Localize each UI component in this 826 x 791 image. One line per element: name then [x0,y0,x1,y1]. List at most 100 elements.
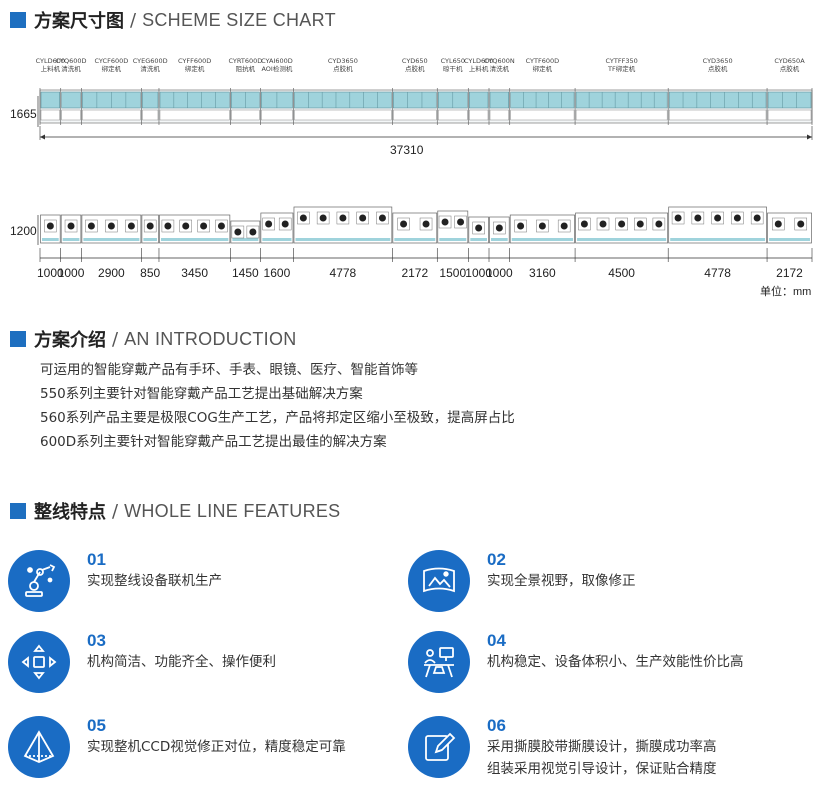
machine-name: 点胶机 [405,65,425,73]
station-head [182,222,190,230]
section-title-cn: 方案尺寸图 [34,11,124,32]
section-title-cn: 方案介绍 [34,330,106,351]
arrow-left [40,134,45,140]
station-head [46,222,54,230]
feature-05: 05 实现整机CCD视觉修正对位，精度稳定可靠 [8,716,346,778]
segment-length-label: 1000 [465,266,493,280]
machine-name: 上料机 [40,65,61,73]
intro-line: 可运用的智能穿戴产品有手环、手表、眼镜、医疗、智能首饰等 [40,362,418,378]
station-head [249,228,257,236]
machine-window [142,91,159,109]
conveyor-strip [670,238,766,241]
pyramid-icon [8,716,70,778]
intro-line: 600D系列主要针对智能穿戴产品工艺提出最佳的解决方案 [40,434,387,450]
feature-desc: 采用撕膜胶带撕膜设计，撕膜成功率高 [487,739,717,755]
machine-base [438,109,468,121]
top-height-label: 1200 [10,224,37,238]
section-title-en: AN INTRODUCTION [124,328,297,349]
segment-length-label: 4778 [704,266,731,280]
station-head [281,220,289,228]
segment-length-label: 1600 [263,266,291,280]
machine-base [40,109,60,121]
machine-code: CYD650 [401,57,428,65]
machine-name: 绑定机 [101,65,122,73]
machine-base [489,109,509,121]
machine-name: 清洗机 [140,65,160,73]
feature-desc: 实现全景视野，取像修正 [487,573,636,589]
conveyor-strip [143,238,157,241]
section-marker [10,503,26,519]
segment-length-label: 1000 [485,266,513,280]
section-header-features: 整线特点 / WHOLE LINE FEATURES [10,498,340,524]
station-head [560,222,568,230]
station-head [299,214,307,222]
feature-number: 05 [87,716,106,735]
intro-line: 550系列主要针对智能穿戴产品工艺提出基础解决方案 [40,386,363,402]
machine-base [575,109,668,121]
station-head [457,218,465,226]
machine-name: 绑定机 [184,65,205,73]
machine-base [393,109,437,121]
station-head [674,214,682,222]
front-height-label: 1665 [10,107,37,121]
feature-desc: 实现整机CCD视觉修正对位，精度稳定可靠 [87,739,346,755]
segment-length-label: 1000 [57,266,85,280]
panorama-icon [408,550,470,612]
section-title-cn: 整线特点 [34,502,106,523]
machine-code: CYD3650 [702,57,733,65]
station-head [217,222,225,230]
station-head [200,222,208,230]
feature-desc: 机构稳定、设备体积小、生产效能性价比高 [487,654,744,670]
station-head [359,214,367,222]
station-head [636,220,644,228]
segment-length-label: 4778 [329,266,357,280]
directional-pad-icon [8,631,70,693]
machine-code: CYLD600 [35,57,66,65]
machine-base [469,109,489,121]
feature-desc: 机构简洁、功能齐全、操作便利 [87,654,276,670]
unit-label: 单位：mm [760,286,812,298]
machine-name: 清洗机 [61,65,81,73]
machine-name: 晾干机 [443,65,463,73]
station-head [733,214,741,222]
conveyor-strip [160,238,229,241]
machine-base [159,109,230,121]
feature-02: 02 实现全景视野，取像修正 [408,550,636,612]
feature-03: 03 机构简洁、功能齐全、操作便利 [8,631,276,693]
station-head [441,218,449,226]
machine-code: CYFF600D [178,57,212,65]
machine-name: 绑定机 [532,65,553,73]
conveyor-strip [491,238,508,241]
machine-window [469,91,489,109]
machine-code: CYD3650 [327,57,358,65]
station-head [319,214,327,222]
machine-window [159,91,230,109]
station-head [774,220,782,228]
machine-base [82,109,141,121]
machine-name: 清洗机 [489,65,510,73]
machine-window [575,91,668,109]
edit-icon [408,716,470,778]
station-head [378,214,386,222]
feature-number: 03 [87,631,106,650]
station-head [234,228,242,236]
machine-name: TF绑定机 [608,65,636,73]
station-head [753,214,761,222]
section-header-chart: 方案尺寸图 / SCHEME SIZE CHART [10,7,336,33]
machine-window [767,91,812,109]
conveyor-strip [262,238,292,241]
intro-text: 可运用的智能穿戴产品有手环、手表、眼镜、医疗、智能首饰等 550系列主要针对智能… [40,358,515,454]
station-head [339,214,347,222]
feature-01: 01 实现整线设备联机生产 [8,550,222,612]
machine-code: CYTFF350 [605,57,638,65]
machine-code: CYD650A [774,57,805,65]
